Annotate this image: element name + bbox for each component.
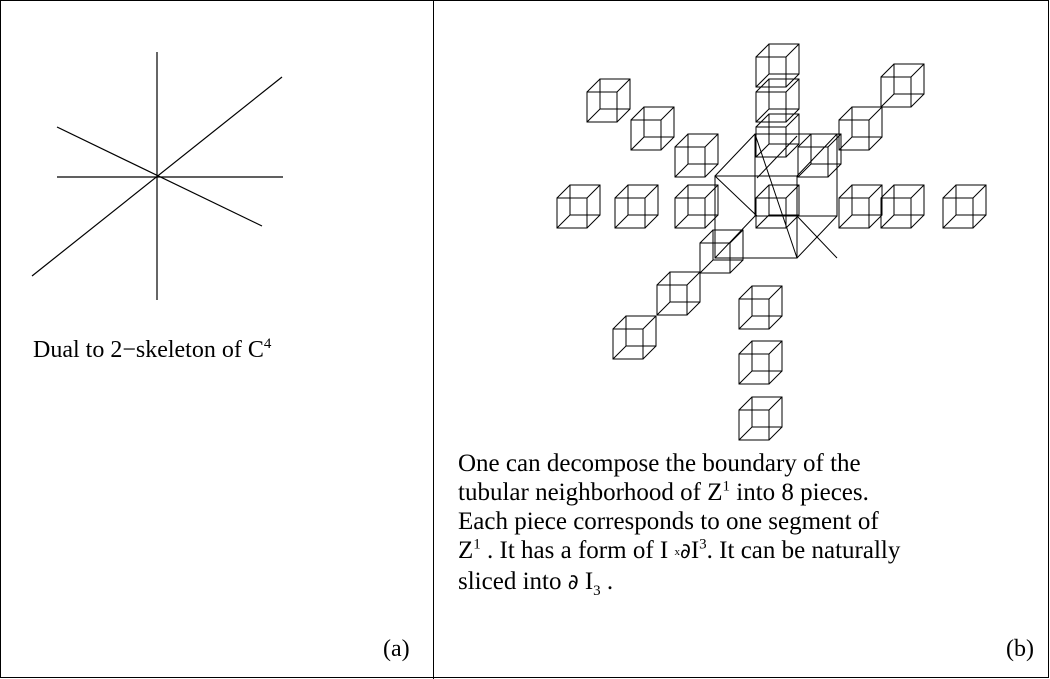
wireframe-cube-icon bbox=[942, 184, 987, 229]
panel-b-line5-post: . bbox=[600, 568, 614, 595]
wireframe-cube-icon bbox=[738, 340, 783, 385]
panel-b-line4-I: I bbox=[690, 537, 700, 564]
wireframe-cube-icon bbox=[556, 184, 601, 229]
wireframe-cube-icon bbox=[838, 184, 883, 229]
central-cube bbox=[714, 133, 838, 259]
panel-b-caption: One can decompose the boundary of the tu… bbox=[458, 449, 900, 599]
panel-b-line4-sup: 1 bbox=[473, 536, 481, 553]
panel-b-line2-post: into 8 pieces. bbox=[730, 479, 869, 506]
panel-b-line4-post: . It can be naturally bbox=[706, 537, 901, 564]
panel-b-line4-sup2: 3 bbox=[699, 536, 707, 553]
panel-b-line4-pre: Z bbox=[458, 537, 474, 564]
panel-b-line5-sub: 3 bbox=[593, 583, 601, 599]
wireframe-cube-icon bbox=[755, 43, 800, 88]
partial-symbol-icon: ∂ bbox=[567, 570, 579, 594]
panel-b-line5-I: I bbox=[578, 568, 594, 595]
panel-b-line2-sup: 1 bbox=[722, 478, 731, 495]
panel-b-cube-cluster bbox=[556, 43, 987, 441]
panel-b-caption-line-3: Each piece corresponds to one segment of bbox=[458, 508, 879, 535]
central-cube-back bbox=[754, 133, 838, 217]
panel-b-line2-pre: tubular neighborhood of Z bbox=[458, 479, 723, 506]
wireframe-cube-icon bbox=[880, 184, 925, 229]
central-cube-front bbox=[714, 175, 798, 259]
panel-a-label: (a) bbox=[383, 636, 410, 662]
wireframe-cube-icon bbox=[755, 184, 800, 229]
wireframe-cube-icon bbox=[614, 184, 659, 229]
panel-a-star bbox=[31, 52, 283, 300]
wireframe-cube-icon bbox=[612, 315, 657, 360]
wireframe-cube-icon bbox=[738, 396, 783, 441]
star-line-diagonal-1 bbox=[56, 126, 263, 227]
wireframe-cube-icon bbox=[630, 106, 675, 151]
panel-a-caption-superscript: 4 bbox=[263, 336, 272, 352]
panel-a-caption: Dual to 2−skeleton of C4 bbox=[33, 335, 271, 365]
panel-b-caption-line-4: Z1 . It has a form of I x∂I3. It can be … bbox=[458, 536, 900, 567]
panel-b-line5-pre: sliced into bbox=[458, 568, 568, 595]
wireframe-cube-icon bbox=[838, 106, 883, 151]
wireframe-cube-icon bbox=[755, 78, 800, 123]
panel-b-label: (b) bbox=[1006, 636, 1034, 662]
panel-b-caption-line-5: sliced into ∂ I3 . bbox=[458, 567, 900, 599]
wireframe-cube-icon bbox=[880, 63, 925, 108]
wireframe-cube-icon bbox=[586, 78, 631, 123]
panel-a-caption-text: Dual to 2−skeleton of C bbox=[33, 337, 264, 363]
wireframe-cube-icon bbox=[797, 133, 842, 178]
wireframe-cube-icon bbox=[656, 271, 701, 316]
wireframe-cube-icon bbox=[755, 113, 800, 158]
wireframe-cube-icon bbox=[674, 184, 719, 229]
panel-b-line4-mid: . It has a form of I bbox=[480, 537, 675, 564]
panel-b-caption-line-2: tubular neighborhood of Z1 into 8 pieces… bbox=[458, 478, 900, 507]
panel-b-caption-line-1: One can decompose the boundary of the bbox=[458, 450, 861, 477]
partial-symbol-icon: ∂ bbox=[679, 539, 691, 563]
star-line-diagonal-2 bbox=[31, 76, 283, 277]
wireframe-cube-icon bbox=[674, 133, 719, 178]
panel-divider bbox=[433, 0, 434, 679]
wireframe-cube-icon bbox=[738, 285, 783, 330]
panel-b-line4-times: x bbox=[674, 546, 680, 558]
